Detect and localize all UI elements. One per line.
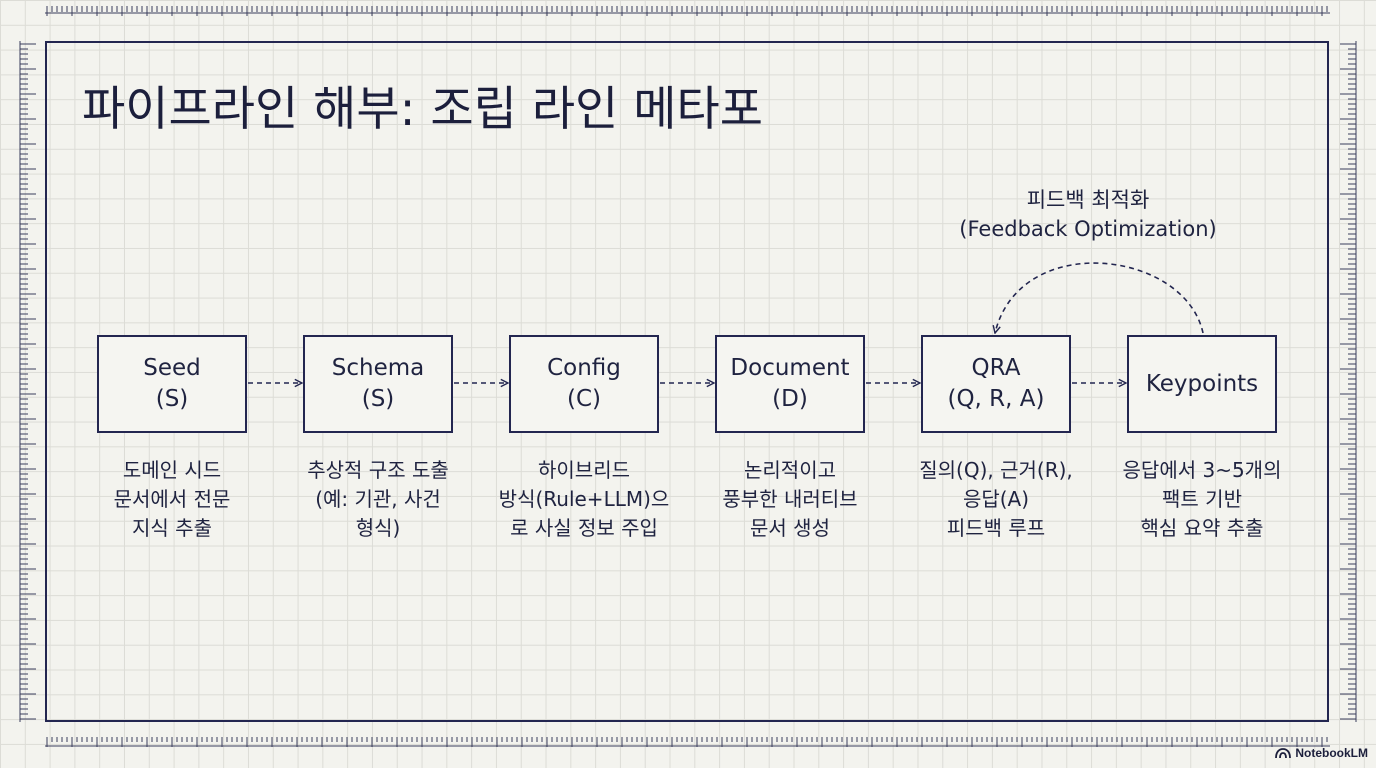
- stage-name: Seed: [143, 355, 201, 381]
- page-title: 파이프라인 해부: 조립 라인 메타포: [82, 82, 763, 137]
- stage-box-config: Config (C): [509, 335, 659, 433]
- stage-abbr: (Q, R, A): [947, 386, 1045, 412]
- desc-line: 추상적 구조 도출: [307, 458, 449, 482]
- diagram-frame: [45, 41, 1329, 722]
- stage-name: Schema: [331, 355, 425, 381]
- stage-desc-keypoints: 응답에서 3~5개의 팩트 기반 핵심 요약 추출: [1097, 456, 1307, 543]
- stage-name: Document: [730, 355, 850, 381]
- stage-name: QRA: [971, 355, 1021, 381]
- stage-box-keypoints: Keypoints: [1127, 335, 1277, 433]
- desc-line: 팩트 기반: [1162, 487, 1242, 511]
- feedback-label-korean: 피드백 최적화: [1026, 188, 1150, 212]
- stage-abbr: (S): [361, 386, 395, 412]
- desc-line: 질의(Q), 근거(R),: [919, 458, 1073, 482]
- desc-line: 응답에서 3~5개의: [1122, 458, 1282, 482]
- desc-line: 논리적이고: [744, 458, 836, 482]
- feedback-loop-arrow: [995, 262, 1204, 333]
- stage-box-seed: Seed (S): [97, 335, 247, 433]
- feedback-label-english: (Feedback Optimization): [959, 217, 1217, 241]
- stage-abbr: (C): [566, 386, 601, 412]
- feedback-label: 피드백 최적화 (Feedback Optimization): [938, 186, 1238, 244]
- stage-desc-document: 논리적이고 풍부한 내러티브 문서 생성: [685, 456, 895, 543]
- stage-desc-schema: 추상적 구조 도출 (예: 기관, 사건 형식): [273, 456, 483, 543]
- desc-line: 하이브리드: [538, 458, 630, 482]
- stage-abbr: (D): [772, 386, 808, 412]
- desc-line: 방식(Rule+LLM)으: [498, 487, 670, 511]
- desc-line: 형식): [355, 516, 401, 540]
- stage-box-qra: QRA (Q, R, A): [921, 335, 1071, 433]
- desc-line: 응답(A): [962, 487, 1030, 511]
- desc-line: 도메인 시드: [122, 458, 222, 482]
- notebooklm-logo-icon: [1275, 747, 1292, 758]
- brand-watermark: NotebookLM: [1275, 746, 1368, 760]
- stage-box-schema: Schema (S): [303, 335, 453, 433]
- desc-line: 문서에서 전문: [113, 487, 231, 511]
- desc-line: 로 사실 정보 주입: [510, 516, 658, 540]
- desc-line: 핵심 요약 추출: [1140, 516, 1264, 540]
- desc-line: 피드백 루프: [946, 516, 1046, 540]
- stage-name: Keypoints: [1145, 370, 1259, 397]
- stage-name: Config: [547, 355, 621, 381]
- desc-line: (예: 기관, 사건: [315, 487, 441, 511]
- desc-line: 풍부한 내러티브: [722, 487, 858, 511]
- desc-line: 문서 생성: [750, 516, 830, 540]
- stage-abbr: (S): [155, 386, 189, 412]
- desc-line: 지식 추출: [132, 516, 212, 540]
- stage-desc-qra: 질의(Q), 근거(R), 응답(A) 피드백 루프: [891, 456, 1101, 543]
- stage-box-document: Document (D): [715, 335, 865, 433]
- stage-desc-config: 하이브리드 방식(Rule+LLM)으 로 사실 정보 주입: [479, 456, 689, 543]
- brand-name: NotebookLM: [1295, 746, 1368, 760]
- stage-desc-seed: 도메인 시드 문서에서 전문 지식 추출: [67, 456, 277, 543]
